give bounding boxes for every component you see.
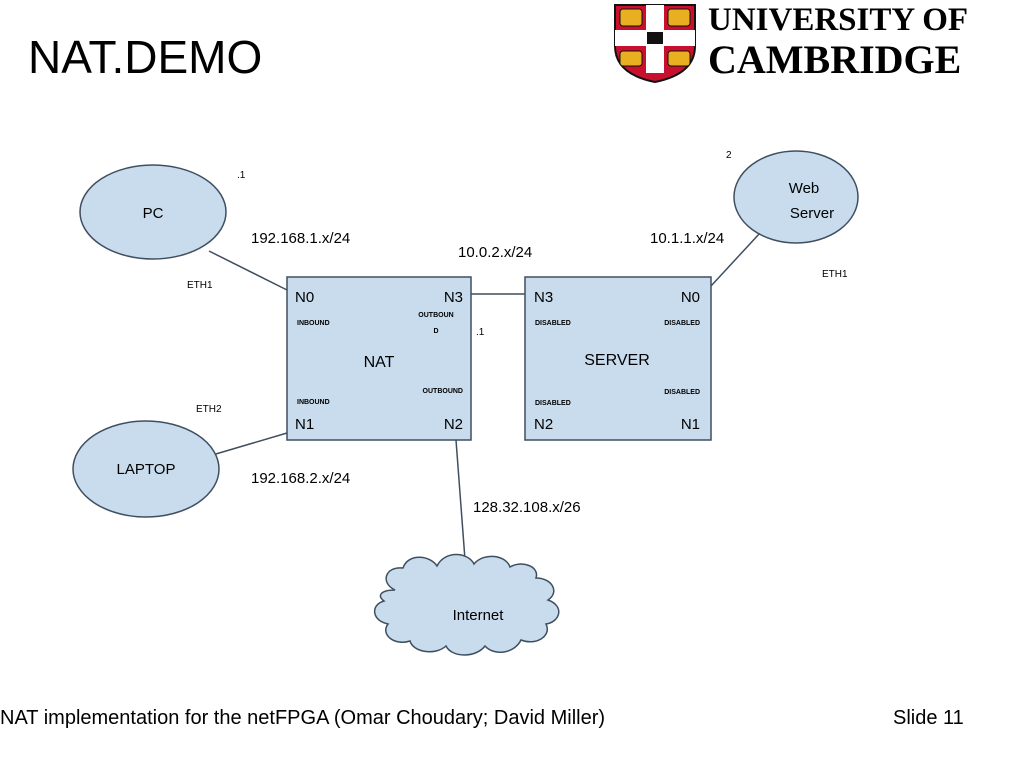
nat-label: NAT xyxy=(364,354,395,371)
server-mode-n1: DISABLED xyxy=(664,389,700,396)
laptop-interface-label: ETH2 xyxy=(196,404,222,415)
web-server-node xyxy=(733,150,859,244)
university-logo: UNIVERSITY OF CAMBRIDGE xyxy=(612,2,1012,84)
internet-label: Internet xyxy=(453,607,505,624)
laptop-node xyxy=(72,420,220,518)
server-mode-n3: DISABLED xyxy=(535,320,571,327)
server-port-n0: N0 xyxy=(681,289,700,306)
link-laptop-nat xyxy=(208,432,288,457)
server-mode-n0: DISABLED xyxy=(664,320,700,327)
pc-node xyxy=(79,164,227,260)
web-server-label-line2: Server xyxy=(790,205,834,222)
nat-port-n1: N1 xyxy=(295,416,314,433)
laptop-label: LAPTOP xyxy=(117,461,176,478)
server-port-n2: N2 xyxy=(534,416,553,433)
nat-mode-n3-line1: OUTBOUN xyxy=(418,312,453,319)
internet-cloud xyxy=(374,553,560,656)
network-label-server-web: 10.1.1.x/24 xyxy=(650,230,724,247)
server-port-n1: N1 xyxy=(681,416,700,433)
nat-port-n0: N0 xyxy=(295,289,314,306)
nat-mode-n3-line2: D xyxy=(433,328,438,335)
nat-port-n3: N3 xyxy=(444,289,463,306)
nat-mode-n1: INBOUND xyxy=(297,399,330,406)
web-server-label-line1: Web xyxy=(789,180,820,197)
nat-mode-n2: OUTBOUND xyxy=(423,388,463,395)
server-mode-n2: DISABLED xyxy=(535,400,571,407)
pc-interface-label: ETH1 xyxy=(187,280,213,291)
server-box xyxy=(524,276,712,441)
nat-box xyxy=(286,276,472,441)
slide-number: Slide 11 xyxy=(893,707,964,729)
page-title: NAT.DEMO xyxy=(28,31,263,83)
server-port-n3: N3 xyxy=(534,289,553,306)
nat-port-n2: N2 xyxy=(444,416,463,433)
nat-address-suffix: .1 xyxy=(476,327,485,338)
link-server-web xyxy=(710,232,761,287)
network-label-nat-internet: 128.32.108.x/26 xyxy=(473,499,581,516)
network-label-pc-nat: 192.168.1.x/24 xyxy=(251,230,350,247)
cambridge-shield-icon xyxy=(614,4,696,84)
web-server-interface-label: ETH1 xyxy=(822,269,848,280)
nat-mode-n0: INBOUND xyxy=(297,320,330,327)
network-label-nat-server: 10.0.2.x/24 xyxy=(458,244,532,261)
footer-caption: NAT implementation for the netFPGA (Omar… xyxy=(0,707,606,729)
link-pc-nat xyxy=(208,250,288,291)
server-label: SERVER xyxy=(584,352,650,369)
web-server-address-suffix: 2 xyxy=(726,150,732,161)
network-label-laptop-nat: 192.168.2.x/24 xyxy=(251,470,350,487)
link-nat-internet xyxy=(455,439,467,574)
pc-address-suffix: .1 xyxy=(237,170,246,181)
logo-line-cambridge: CAMBRIDGE xyxy=(708,37,962,82)
pc-label: PC xyxy=(143,205,164,222)
logo-line-university-of: UNIVERSITY OF xyxy=(708,2,969,38)
